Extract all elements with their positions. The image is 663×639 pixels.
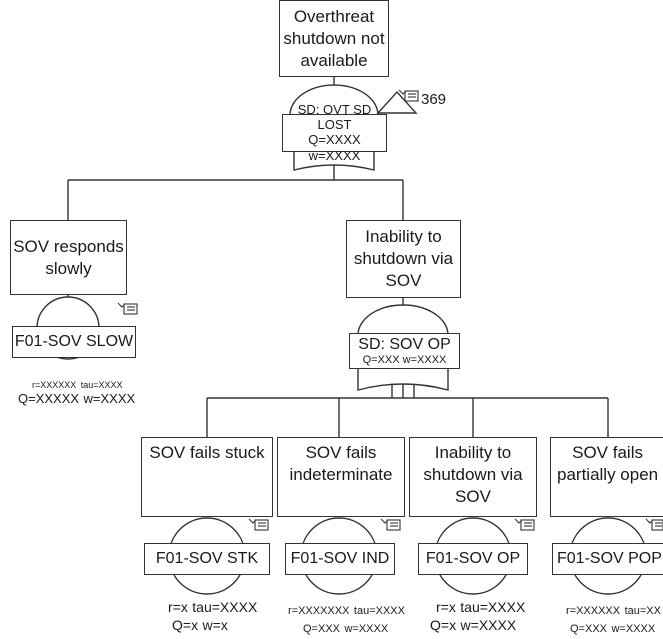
basic-event-id-box-op[interactable]: F01-SOV OP	[418, 543, 528, 575]
basic-event-id-box-stk[interactable]: F01-SOV STK	[144, 543, 270, 575]
basic-event-id: F01-SOV STK	[155, 550, 259, 567]
event-box-sov-responds-slowly[interactable]: SOV responds slowly	[10, 220, 127, 295]
top-event-box[interactable]: Overthreat shutdown not available	[279, 0, 389, 77]
rate-line-ind: r=XXXXXXX tau=XXXX	[288, 605, 405, 617]
basic-event-id: F01-SOV OP	[425, 550, 521, 567]
top-gate-q: Q=XXXX	[308, 132, 361, 147]
probability-line-stk: Q=x w=x	[172, 617, 228, 633]
top-gate-id-box[interactable]: SD: OVT SD LOST Q=XXXX w=XXXX	[282, 102, 387, 163]
or-gate-symbol-top	[289, 84, 379, 116]
note-icon-1	[248, 518, 269, 531]
basic-event-id-box-pop[interactable]: F01-SOV POP	[552, 543, 663, 575]
probability-line-slow: Q=XXXXX w=XXXX	[18, 391, 136, 406]
rate-line-pop: r=XXXXXX tau=XX	[566, 605, 661, 617]
event-box-inability-shutdown[interactable]: Inability to shutdown via SOV	[346, 220, 461, 298]
probability-line-ind: Q=XXX w=XXXX	[303, 623, 389, 635]
event-box-inability-shutdown-2[interactable]: Inability to shutdown via SOV	[409, 437, 537, 517]
note-icon-2	[380, 518, 401, 531]
event-box-sov-fails-indeterminate[interactable]: SOV fails indeterminate	[277, 437, 405, 517]
transfer-reference-number: 369	[421, 91, 447, 108]
top-gate-w: w=XXXX	[308, 148, 361, 163]
rate-line-op: r=x tau=XXXX	[436, 599, 526, 615]
note-icon-3	[514, 518, 535, 531]
rate-line-stk: r=x tau=XXXX	[168, 599, 258, 615]
basic-event-id-box-slow[interactable]: F01-SOV SLOW	[12, 326, 136, 358]
transfer-triangle-icon	[376, 90, 418, 114]
basic-event-id: F01-SOV SLOW	[14, 333, 134, 350]
basic-event-id-box-ind[interactable]: F01-SOV IND	[285, 543, 395, 575]
event-box-sov-fails-partially-open[interactable]: SOV fails partially open	[550, 437, 663, 517]
probability-line-op: Q=x w=XXXX	[430, 617, 517, 633]
mid-gate-w: w=XXXX	[402, 354, 447, 366]
note-icon-top	[398, 89, 419, 102]
mid-gate-id-box[interactable]: SD: SOV OP Q=XXX w=XXXX	[349, 333, 460, 369]
top-gate-id: SD: OVT SD LOST	[297, 102, 372, 132]
rate-line-slow: r=XXXXXX tau=XXXX	[32, 380, 123, 390]
note-icon-4	[645, 518, 663, 531]
event-box-sov-fails-stuck[interactable]: SOV fails stuck	[141, 437, 273, 517]
probability-line-pop: Q=XXX w=XXXX	[570, 623, 656, 635]
basic-event-id: F01-SOV POP	[557, 550, 662, 567]
or-gate-symbol-mid	[357, 304, 449, 336]
mid-gate-id: SD: SOV OP	[358, 336, 451, 353]
mid-gate-q: Q=XXX	[362, 354, 400, 366]
note-icon-left	[117, 302, 138, 315]
basic-event-id: F01-SOV IND	[290, 550, 390, 567]
